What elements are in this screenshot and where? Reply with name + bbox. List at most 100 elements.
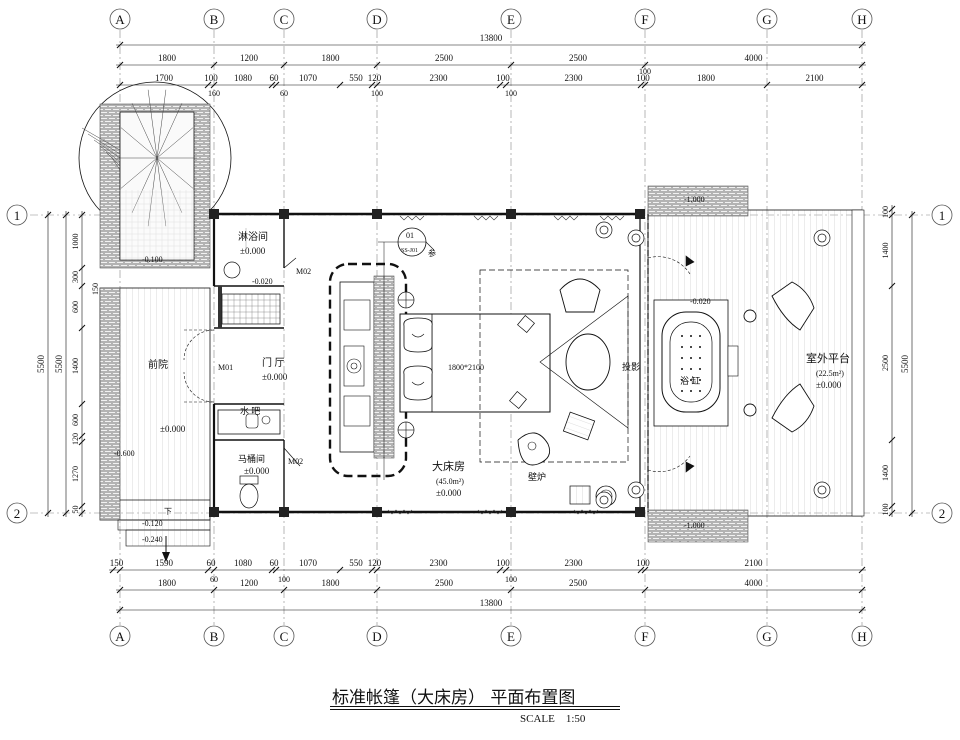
dimension-value: 600 [71,414,80,426]
tub-jet [690,390,692,392]
terrace-label: 室外平台 [806,351,850,365]
dimension-tick [78,400,86,408]
dimension-tick [78,432,86,440]
grid-label-H: H [857,629,866,644]
dimension-value: 100 [496,73,510,83]
structural-column [279,507,289,517]
dimension-tick [336,81,344,89]
dimension-tick [268,81,276,89]
tub-jet [699,379,701,381]
tub-jet [681,346,683,348]
dimension-tick [62,509,70,517]
dimension-tick [44,509,52,517]
dimension-value: 1800 [697,73,716,83]
dimension-value: 13800 [480,33,503,43]
tub-jet [681,335,683,337]
dimension-sub-value: 100 [505,575,517,584]
structural-column [209,507,219,517]
dimension-tick [496,81,504,89]
dimension-value: 1200 [240,53,259,63]
grid-label-B: B [210,629,219,644]
stair-tread [120,157,158,189]
grid-label-A: A [115,629,125,644]
dimension-value: 1070 [299,73,318,83]
ceiling-light-inner [817,233,827,243]
dimension-value: 1800 [158,578,177,588]
dimension-sub-value: 160 [208,89,220,98]
structural-column [372,209,382,219]
grid-bubble [634,8,656,30]
dimension-tick [280,61,288,69]
dimension-tick [373,586,381,594]
front-yard-elev: ±0.000 [160,424,186,434]
tub-jet [681,368,683,370]
grid-label-H: H [857,12,866,27]
terrace-doors [647,255,695,473]
grid-label-F: F [641,629,648,644]
dimension-value: 1200 [240,578,259,588]
tub-jet [681,357,683,359]
dimension-value: 120 [368,558,382,568]
dimension-value: 100 [204,73,218,83]
title-underline-secondary [330,709,620,710]
stair-tread [156,103,183,159]
dimension-value: 120 [368,73,382,83]
dimension-tick [78,509,86,517]
dimension-tick [373,61,381,69]
drawing-title: 标准帐篷（大床房） 平面布置图 [332,688,576,708]
dimension-value: 100 [496,558,510,568]
dimension-value: 5500 [900,355,910,374]
dimension-value: 1000 [71,234,80,250]
grid-label-F: F [641,12,648,27]
dimension-tick [908,509,916,517]
terrace-area: (22.5m²) [816,369,844,378]
dimension-value: 150 [110,558,124,568]
dimension-value: 100 [636,73,650,83]
dimension-value: 60 [270,73,280,83]
structural-column [209,209,219,219]
dimension-value: 13800 [480,598,503,608]
tub-jet [690,379,692,381]
toilet-door-tag: M02 [288,457,303,466]
tub-jet [699,335,701,337]
foyer-door [183,329,215,403]
dimension-tick [78,438,86,446]
dimension-sub-value: 100 [371,89,383,98]
entry-elev-1: -0.120 [142,519,163,528]
detail-ref-number: 01 [406,231,414,240]
dimension-tick [210,61,218,69]
dimension-tick [641,586,649,594]
grid-label-G: G [762,629,771,644]
grid-bubble [109,625,131,647]
dimension-value: 1590 [155,558,174,568]
dimension-tick [204,566,212,574]
terrace-chairs [743,281,815,433]
grid-label-C: C [280,12,289,27]
dimension-tick [858,606,866,614]
dimension-value: 4000 [745,53,764,63]
bedroom-label: 大床房 [432,459,465,473]
sink-bar [217,409,281,435]
dimension-tick [858,41,866,49]
drawing-scale: SCALE 1:50 [520,713,585,725]
dimension-sub-value: 100 [505,89,517,98]
grid-bubble [203,8,225,30]
bedroom-elev: ±0.000 [436,488,462,498]
dimension-tick [637,81,645,89]
dimension-value: 1080 [234,558,253,568]
dimension-value: 100 [881,504,890,516]
dimension-value: 1800 [158,53,177,63]
dimension-tick [641,61,649,69]
dimension-value: 2100 [745,558,764,568]
toilet-room [239,447,301,509]
entry-arrow [162,536,170,562]
tub-jet [699,368,701,370]
dimension-value: 5500 [36,355,46,374]
stair-tread [81,127,121,151]
dimension-tick [210,81,218,89]
ceiling-light-inner [631,485,641,495]
dimension-value: 1270 [71,466,80,482]
stair-tread [111,157,121,171]
dimension-value: 100 [636,558,650,568]
dimension-tick [78,324,86,332]
